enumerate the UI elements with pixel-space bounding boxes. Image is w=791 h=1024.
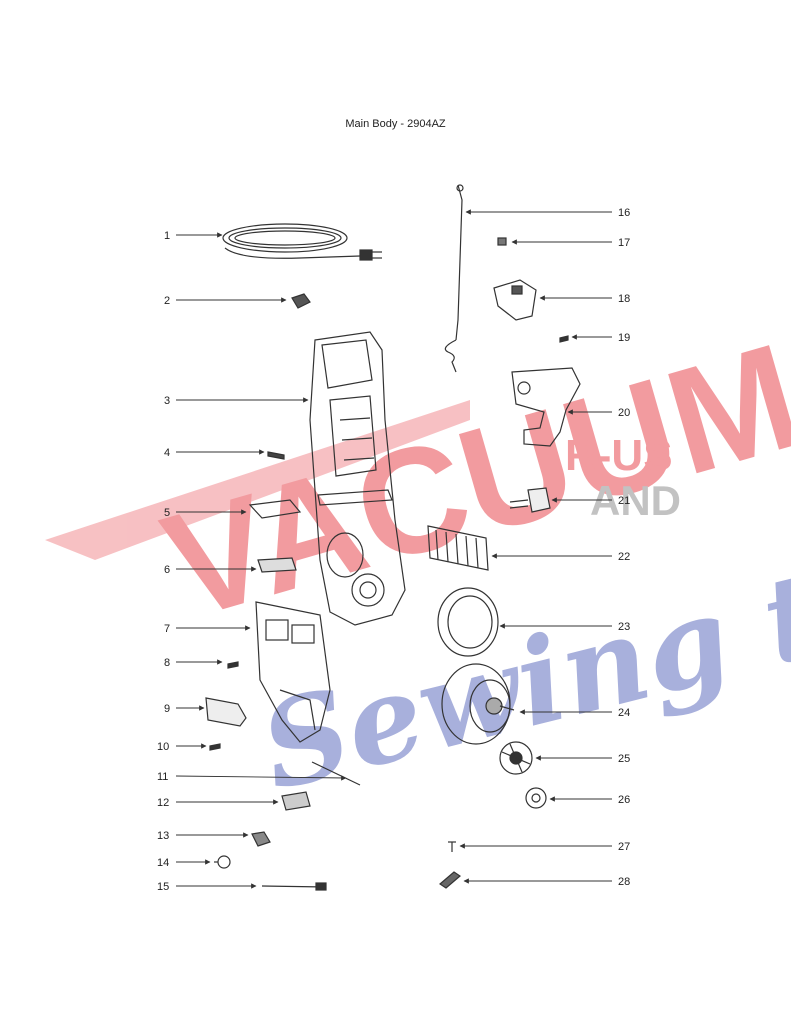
part-20-handle-grip [511, 367, 581, 447]
part-21-connector [509, 487, 551, 513]
watermark-brand-suffix-2: AND [590, 477, 681, 524]
callout-16: 16 [618, 207, 630, 219]
part-16-wire-harness [444, 184, 464, 373]
callout-11: 11 [157, 771, 168, 783]
callout-26: 26 [618, 794, 630, 806]
callout-15: 15 [157, 881, 169, 893]
watermark-brand-suffix-1: R-US [565, 431, 673, 480]
part-23-ring-gasket [437, 587, 499, 657]
callout-12: 12 [157, 797, 169, 809]
watermark-logo: VACUUMS R-US AND Sewing too [45, 283, 791, 817]
callout-27: 27 [618, 841, 630, 853]
callout-8: 8 [164, 657, 170, 669]
part-2-cord-clip [291, 293, 311, 309]
callout-21: 21 [618, 495, 630, 507]
part-7-front-cover [255, 601, 331, 743]
part-14-knob [214, 855, 231, 869]
part-1-power-cord [222, 223, 382, 261]
leader-11 [175, 775, 347, 781]
callout-14: 14 [157, 857, 169, 869]
part-17-bushing [497, 237, 507, 246]
callout-23: 23 [618, 621, 630, 633]
part-24-motor [441, 663, 515, 745]
part-18-switch-bracket [493, 279, 537, 321]
callout-3: 3 [164, 395, 170, 407]
callout-28: 28 [618, 876, 630, 888]
part-6-pad [257, 557, 297, 573]
callout-13: 13 [157, 830, 169, 842]
part-28-clip [439, 871, 461, 889]
page-title: Main Body - 2904AZ [345, 118, 446, 130]
part-19-screw [559, 335, 569, 343]
part-5-filter-sheet [248, 499, 302, 519]
callout-5: 5 [164, 507, 170, 519]
callout-18: 18 [618, 293, 630, 305]
part-9-latch [205, 697, 247, 727]
part-11-rod [311, 761, 361, 786]
callout-1: 1 [164, 230, 170, 242]
callout-24: 24 [618, 707, 630, 719]
callout-6: 6 [164, 564, 170, 576]
callout-25: 25 [618, 753, 630, 765]
callout-10: 10 [157, 741, 169, 753]
part-8-screw [227, 661, 239, 669]
part-25-fan [499, 741, 533, 775]
part-13-switch [251, 831, 271, 847]
callout-19: 19 [618, 332, 630, 344]
callout-9: 9 [164, 703, 170, 715]
callout-20: 20 [618, 407, 630, 419]
callout-7: 7 [164, 623, 170, 635]
part-4-screw-clip [267, 451, 285, 460]
part-12-pad [281, 791, 311, 811]
part-15-long-screw [261, 882, 327, 891]
watermark-red-banner [45, 400, 470, 560]
part-3-main-housing [309, 331, 406, 626]
part-26-nut [525, 787, 547, 809]
callout-4: 4 [164, 447, 170, 459]
part-10-screw [209, 743, 221, 751]
part-22-hepa-filter [427, 525, 489, 571]
callout-17: 17 [618, 237, 630, 249]
part-27-screw [448, 841, 456, 852]
callout-2: 2 [164, 295, 170, 307]
callout-22: 22 [618, 551, 630, 563]
